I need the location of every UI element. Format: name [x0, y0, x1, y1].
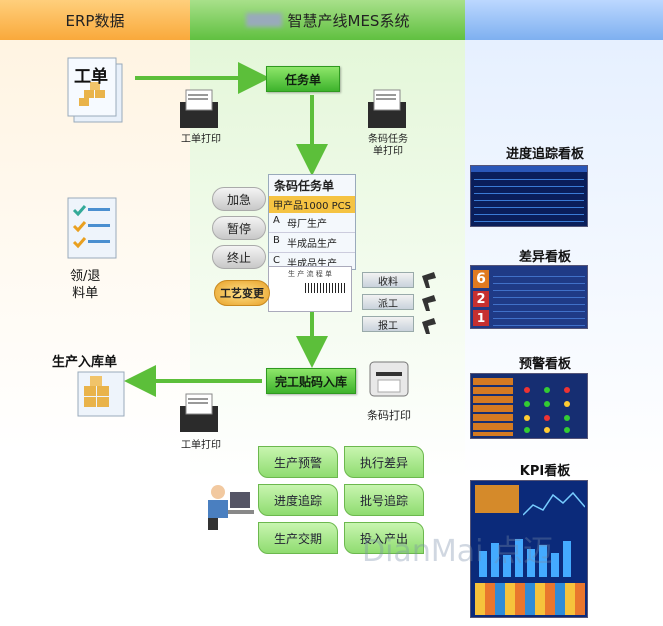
print-work-order-label-2: 工单打印: [181, 440, 221, 451]
kpi-orange-panel: [475, 485, 519, 513]
material-checklist-icon: [67, 197, 117, 259]
work-order-label: 工单: [74, 67, 108, 87]
watermark: DianMai 点迈: [362, 534, 553, 569]
warning-lights: [524, 387, 570, 433]
operator-at-computer-icon: [208, 485, 254, 530]
work-order-doc-icon: [67, 57, 123, 123]
batch-tracking-box[interactable]: 批号追踪: [344, 484, 424, 516]
board-header-bar: [471, 166, 587, 172]
warning-board: [470, 373, 588, 439]
receive-material-button[interactable]: 收料: [362, 272, 414, 288]
task-order-button[interactable]: 任务单: [266, 66, 340, 92]
complete-inbound-button[interactable]: 完工贴码入库: [266, 368, 356, 394]
scanner-icon: [422, 318, 436, 334]
dispatch-button[interactable]: 派工: [362, 294, 414, 310]
kpi-line-chart: [523, 491, 585, 516]
urgent-button[interactable]: 加急: [212, 187, 266, 211]
scanner-icon: [422, 295, 436, 311]
execution-diff-box[interactable]: 执行差异: [344, 446, 424, 478]
printer-icon: [180, 89, 218, 128]
production-warning-box[interactable]: 生产预警: [258, 446, 338, 478]
boards-header: [465, 0, 663, 40]
erp-column-bg: [0, 40, 190, 626]
material-doc-label: 领/退 料单: [70, 269, 101, 301]
warning-col: [473, 378, 513, 436]
terminate-button[interactable]: 终止: [212, 245, 266, 269]
diff-board: 6 2 1: [470, 265, 588, 329]
board-title-kpi: KPI看板: [519, 464, 571, 479]
diff-rows: [493, 270, 585, 326]
report-work-button[interactable]: 报工: [362, 316, 414, 332]
progress-board: [470, 165, 588, 227]
process-change-button[interactable]: 工艺变更: [214, 280, 270, 306]
input-output-box[interactable]: 投入产出: [344, 522, 424, 554]
board-title-progress: 进度追踪看板: [505, 147, 584, 162]
printer-icon: [368, 89, 406, 128]
inbound-boxes-icon: [77, 371, 125, 417]
print-barcode-task-label: 条码任务 单打印: [368, 134, 408, 157]
mes-title: 智慧产线MES系统: [287, 11, 410, 30]
delivery-box[interactable]: 生产交期: [258, 522, 338, 554]
diff-number: 2: [473, 291, 489, 307]
kpi-board: [470, 480, 588, 618]
diff-number: 6: [473, 270, 489, 288]
print-work-order-label-1: 工单打印: [181, 134, 221, 145]
flow-card-title: 生 产 流 程 单: [288, 270, 332, 278]
kpi-bar-chart: [479, 539, 571, 577]
progress-tracking-box[interactable]: 进度追踪: [258, 484, 338, 516]
barcode-printer-icon: [369, 361, 409, 397]
barcode-task-highlight: 甲产品1000 PCS: [269, 196, 355, 213]
pause-button[interactable]: 暂停: [212, 216, 266, 240]
barcode-print-label: 条码打印: [367, 409, 411, 422]
barcode-task-title: 条码任务单: [274, 179, 335, 193]
kpi-bottom-strip: [475, 583, 585, 615]
board-rows: [474, 175, 584, 223]
erp-header: ERP数据: [0, 0, 190, 40]
inbound-doc-label: 生产入库单: [52, 355, 118, 370]
blurred-logo: [245, 13, 282, 27]
flow-card: 生 产 流 程 单: [268, 266, 352, 312]
diff-number: 1: [473, 310, 489, 326]
board-title-diff: 差异看板: [518, 250, 571, 265]
scanner-icon: [422, 272, 436, 288]
flow-card-barcode: [305, 283, 345, 293]
printer-icon: [180, 393, 218, 432]
board-title-warning: 预警看板: [518, 357, 571, 372]
mes-header: 智慧产线MES系统: [190, 0, 465, 40]
